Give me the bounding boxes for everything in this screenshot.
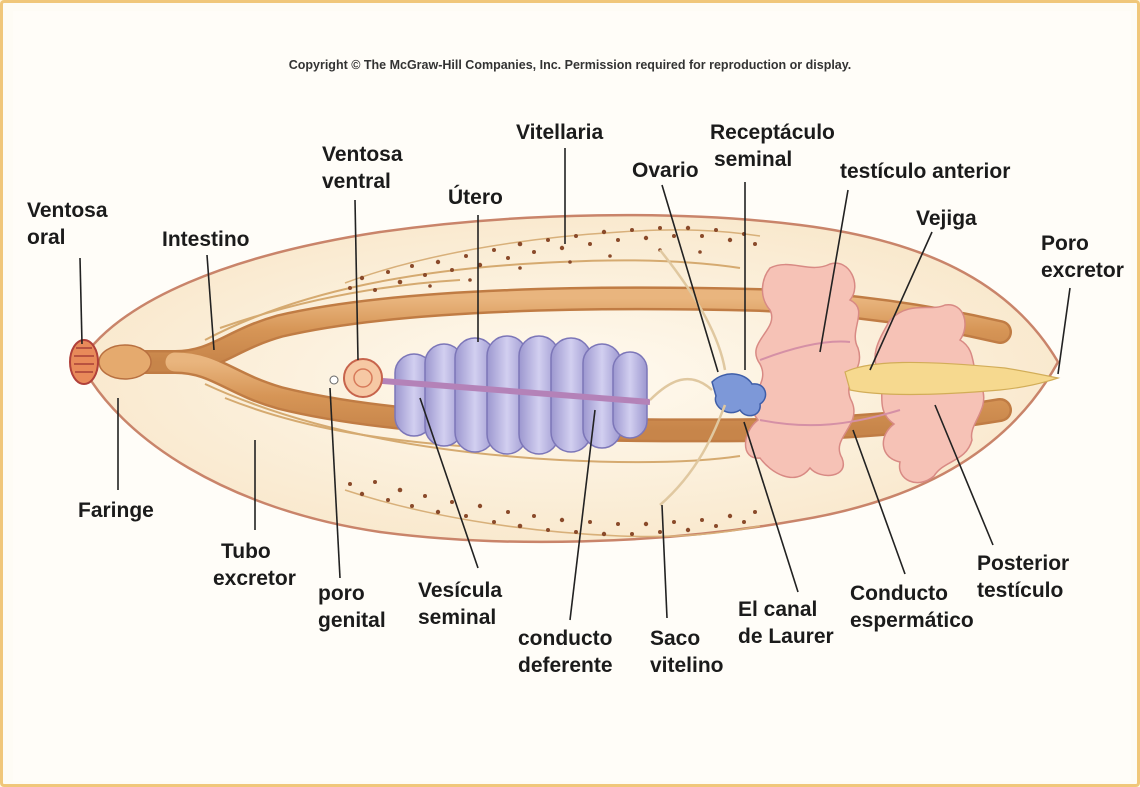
label-line: seminal <box>418 604 502 631</box>
label-line: Saco <box>650 625 724 652</box>
label-line: Poro <box>1041 230 1124 257</box>
label-line: excretor <box>1041 257 1124 284</box>
label-posterior-testiculo: Posterior testículo <box>977 550 1069 604</box>
label-tubo-excretor: Tubo excretor <box>213 538 296 592</box>
oral-sucker <box>70 340 98 384</box>
label-line: espermático <box>850 607 974 634</box>
pharynx <box>99 345 151 379</box>
label-line: seminal <box>714 146 835 173</box>
label-receptaculo-seminal: Receptáculo seminal <box>710 119 835 173</box>
label-line: Conducto <box>850 580 974 607</box>
label-canal-laurer: El canal de Laurer <box>738 596 834 650</box>
genital-pore <box>330 376 338 384</box>
label-ventosa-oral: Ventosa oral <box>27 197 108 251</box>
label-line: Ventosa <box>27 197 108 224</box>
label-line: El canal <box>738 596 834 623</box>
label-vejiga: Vejiga <box>916 205 977 232</box>
label-line: testículo <box>977 577 1069 604</box>
label-line: Tubo <box>221 538 296 565</box>
label-line: deferente <box>518 652 613 679</box>
label-line: excretor <box>213 565 296 592</box>
label-intestino: Intestino <box>162 226 250 253</box>
label-poro-genital: poro genital <box>318 580 386 634</box>
label-vesicula-seminal: Vesícula seminal <box>418 577 502 631</box>
label-line: Vesícula <box>418 577 502 604</box>
label-saco-vitelino: Saco vitelino <box>650 625 724 679</box>
label-vitellaria: Vitellaria <box>516 119 603 146</box>
label-line: vitelino <box>650 652 724 679</box>
label-ventosa-ventral: Ventosa ventral <box>322 141 403 195</box>
label-line: poro <box>318 580 386 607</box>
label-line: Receptáculo <box>710 119 835 146</box>
label-line: ventral <box>322 168 403 195</box>
label-line: de Laurer <box>738 623 834 650</box>
label-conducto-deferente: conducto deferente <box>518 625 613 679</box>
label-utero: Útero <box>448 184 503 211</box>
label-conducto-espermatico: Conducto espermático <box>850 580 974 634</box>
label-line: Posterior <box>977 550 1069 577</box>
label-faringe: Faringe <box>78 497 154 524</box>
label-poro-excretor: Poro excretor <box>1041 230 1124 284</box>
label-ovario: Ovario <box>632 157 699 184</box>
label-line: Ventosa <box>322 141 403 168</box>
label-testiculo-anterior: testículo anterior <box>840 158 1010 185</box>
label-line: genital <box>318 607 386 634</box>
label-line: oral <box>27 224 108 251</box>
label-line: conducto <box>518 625 613 652</box>
ventral-sucker <box>344 359 382 397</box>
